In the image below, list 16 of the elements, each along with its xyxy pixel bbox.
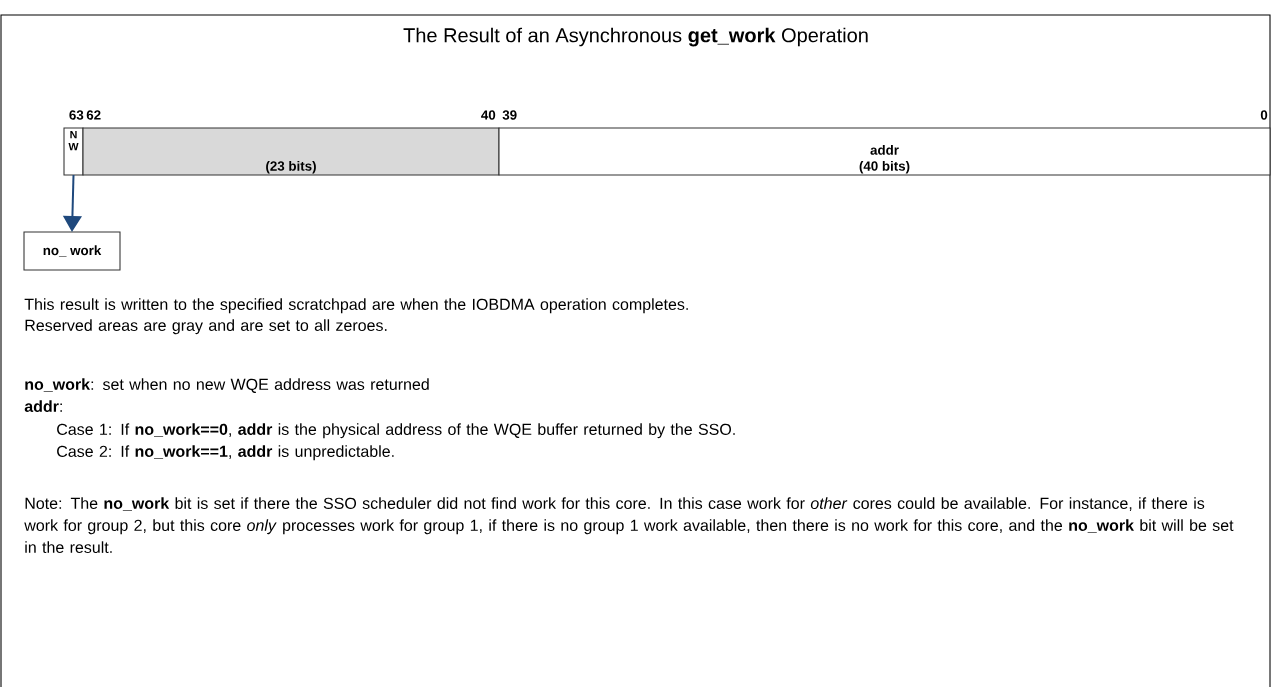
- bit-number: 62: [86, 110, 101, 120]
- paragraph: no_work: set when no new WQE address was returned: [25, 378, 429, 393]
- bit-number: 40: [481, 110, 496, 120]
- bit-number: 63: [69, 110, 84, 120]
- paragraph: Case 2: If no_work==1, addr is unpredictable.: [57, 445, 394, 461]
- paragraph: Case 1: If no_work==0, addr is the physical address of the WQE buffer returned by the SSO.: [57, 423, 735, 439]
- paragraph: This result is written to the specified scratchpad are when the IOBDMA operation completes.: [24, 298, 688, 314]
- paragraph: addr:: [24, 400, 62, 412]
- bit-field: addr (40 bits): [498, 127, 1271, 176]
- field-name-box: no_ work: [23, 231, 121, 271]
- paragraph: Reserved areas are gray and are set to all zeroes.: [25, 319, 387, 335]
- paragraph: Note: The no_work bit is set if there the SSO scheduler did not find work for this core. In this case work for other cores could be available. For instance, if there is work for group 2, but this core only processes work for group 1, if there is no group 1 work available, then there is no work for this core, and the no_work bit will be set in the result.: [24, 497, 1234, 553]
- bit-number: 39: [502, 110, 517, 120]
- title: The Result of an Asynchronous get_work Operation: [403, 27, 868, 47]
- bit-field: (23 bits): [82, 127, 500, 176]
- bit-field: N W: [63, 127, 84, 176]
